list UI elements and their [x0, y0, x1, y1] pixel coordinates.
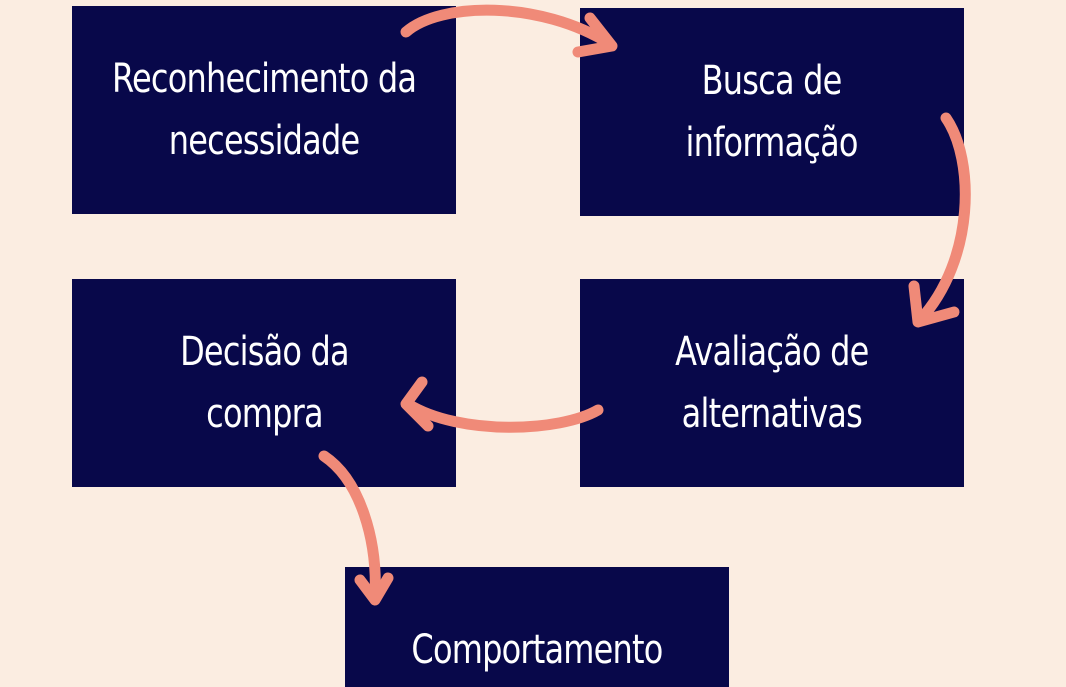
step-label-line: necessidade	[168, 118, 360, 164]
step-label-line: compra	[205, 391, 323, 437]
step-label: Comportamento	[380, 619, 694, 681]
step-label-line: Decisão da	[179, 329, 350, 375]
step-box-reconhecimento: Reconhecimento da necessidade	[72, 6, 456, 214]
step-box-busca: Busca de informação	[580, 8, 964, 216]
step-box-decisao: Decisão da compra	[72, 279, 456, 487]
step-box-comportamento: Comportamento	[345, 567, 729, 687]
step-label-line: Busca de	[702, 58, 843, 104]
step-label-line: Reconhecimento da	[111, 56, 417, 102]
step-label-line: informação	[685, 120, 859, 166]
step-label-line: Avaliação de	[675, 329, 869, 375]
step-label: Avaliação de alternativas	[651, 321, 893, 445]
step-box-avaliacao: Avaliação de alternativas	[580, 279, 964, 487]
step-label: Busca de informação	[664, 50, 879, 174]
step-label-line: alternativas	[681, 391, 863, 437]
step-label: Reconhecimento da necessidade	[74, 48, 454, 172]
step-label: Decisão da compra	[159, 321, 370, 445]
step-label-line: Comportamento	[411, 627, 663, 673]
